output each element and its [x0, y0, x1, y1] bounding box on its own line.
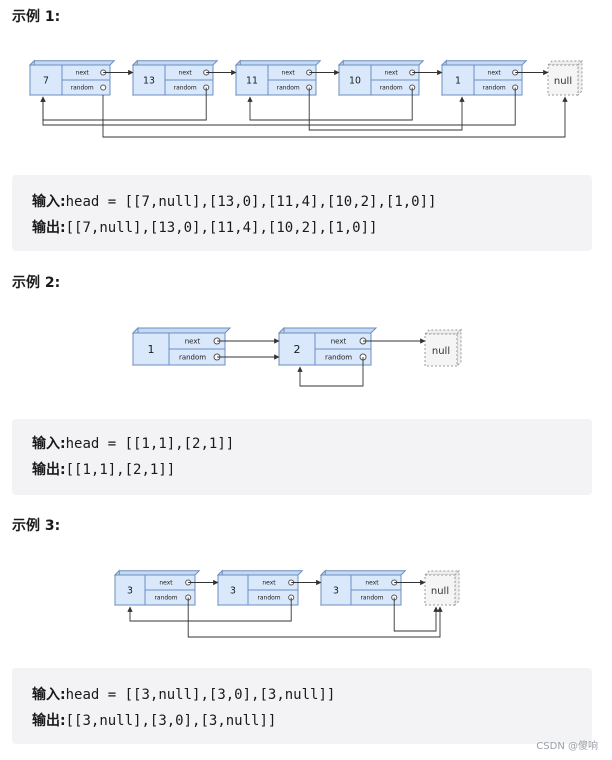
random-arrow [308, 87, 465, 131]
random-arrow [247, 87, 413, 121]
random-arrow [297, 357, 364, 387]
null-box [424, 333, 458, 367]
example-3-code: 输入:head = [[3,null],[3,0],[3,null]] 输出:[… [12, 668, 592, 744]
null-top-face [423, 570, 461, 576]
random-arrow [393, 597, 439, 632]
node-top-face [216, 570, 304, 576]
output-label: 输出: [32, 713, 66, 729]
node-top-face [113, 570, 201, 576]
example-2-code: 输入:head = [[1,1],[2,1]] 输出:[[1,1],[2,1]] [12, 419, 592, 495]
input-label: 输入: [32, 194, 66, 210]
input-value: head = [[3,null],[3,0],[3,null]] [65, 687, 336, 703]
random-label: random [257, 595, 280, 602]
random-arrow [40, 87, 516, 126]
example-3-input: 输入:head = [[3,null],[3,0],[3,null]] [32, 684, 335, 704]
next-label: next [385, 70, 399, 77]
next-label: next [282, 70, 296, 77]
random-label: random [154, 595, 177, 602]
example-1-input: 输入:head = [[7,null],[13,0],[11,4],[10,2]… [32, 191, 436, 211]
example-2-input: 输入:head = [[1,1],[2,1]] [32, 433, 234, 453]
input-label: 输入: [32, 436, 66, 452]
example-1-heading: 示例 1: [12, 9, 61, 25]
example-2-output: 输出:[[1,1],[2,1]] [32, 459, 175, 479]
input-value: head = [[7,null],[13,0],[11,4],[10,2],[1… [65, 194, 437, 210]
example-1-diagram: 7 next random 13 next random 11 next random 10 nex… [28, 59, 584, 138]
node-value-1: 13 [143, 75, 155, 86]
next-label: next [331, 338, 347, 346]
random-label: random [174, 85, 197, 92]
node-top-face [28, 60, 116, 66]
node-top-face [277, 327, 378, 334]
node-value-3: 10 [349, 75, 361, 86]
node-top-face [440, 60, 528, 66]
example-2-heading: 示例 2: [12, 275, 61, 291]
input-value: head = [[1,1],[2,1]] [65, 436, 235, 452]
null-box [547, 64, 579, 96]
output-value: [[3,null],[3,0],[3,null]] [65, 713, 277, 729]
example-3-output: 输出:[[3,null],[3,0],[3,null]] [32, 710, 276, 730]
random-arrow [127, 597, 292, 622]
null-top-face [546, 60, 584, 66]
random-arrow [187, 597, 443, 638]
node-value-0: 1 [148, 343, 155, 356]
example-1-code: 输入:head = [[7,null],[13,0],[11,4],[10,2]… [12, 175, 592, 251]
node-top-face [319, 570, 407, 576]
node-top-face [131, 60, 219, 66]
null-top-face [423, 329, 463, 335]
next-label: next [185, 338, 201, 346]
next-label: next [365, 580, 379, 587]
node-value-0: 3 [127, 585, 133, 596]
random-label: random [179, 354, 206, 362]
output-value: [[7,null],[13,0],[11,4],[10,2],[1,0]] [65, 220, 378, 236]
null-label: null [432, 346, 450, 357]
null-label: null [431, 586, 449, 597]
next-label: next [488, 70, 502, 77]
example-1-output: 输出:[[7,null],[13,0],[11,4],[10,2],[1,0]] [32, 217, 377, 237]
node-value-1: 3 [230, 585, 236, 596]
random-label: random [71, 85, 94, 92]
random-label: random [277, 85, 300, 92]
random-label: random [380, 85, 403, 92]
output-value: [[1,1],[2,1]] [65, 462, 176, 478]
watermark: CSDN @傻响 [536, 741, 598, 752]
input-label: 输入: [32, 687, 66, 703]
next-label: next [159, 580, 173, 587]
node-value-0: 7 [43, 75, 49, 86]
null-side-face [456, 328, 462, 368]
random-label: random [483, 85, 506, 92]
random-arrow [102, 95, 568, 138]
node-value-2: 3 [333, 585, 339, 596]
example-3-diagram: 3 next random 3 next random 3 next random null [113, 569, 461, 638]
random-pointer-dot [100, 84, 107, 91]
next-label: next [179, 70, 193, 77]
node-top-face [131, 327, 232, 334]
example-2-diagram: 1 next random 2 next random null [131, 326, 463, 387]
example-3-heading: 示例 3: [12, 518, 61, 534]
random-label: random [325, 354, 352, 362]
next-label: next [76, 70, 90, 77]
node-value-2: 11 [246, 75, 258, 86]
output-label: 输出: [32, 220, 66, 236]
node-top-face [234, 60, 322, 66]
random-label: random [360, 595, 383, 602]
node-top-face [337, 60, 425, 66]
null-side-face [577, 59, 583, 97]
null-label: null [554, 76, 572, 87]
node-value-1: 2 [294, 343, 301, 356]
node-value-4: 1 [455, 75, 461, 86]
null-side-face [454, 569, 460, 607]
null-box [424, 574, 456, 606]
output-label: 输出: [32, 462, 66, 478]
next-label: next [262, 580, 276, 587]
